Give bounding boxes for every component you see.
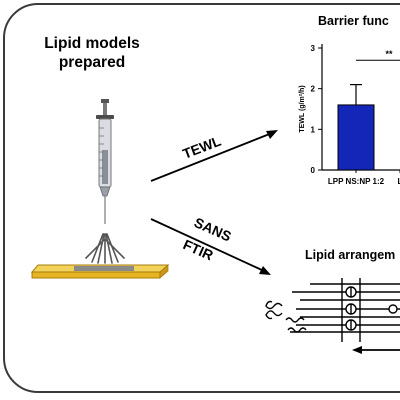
left-title-line-1: Lipid models [44, 35, 140, 52]
y-tick-label: 1 [311, 125, 316, 134]
y-axis-label: TEWL (g/m²/h) [299, 85, 306, 132]
left-title-line-2: prepared [58, 54, 126, 71]
lipid-tail-coil [287, 327, 307, 333]
lipid-tail-coil [285, 317, 305, 323]
tewl-arrow [150, 130, 278, 182]
significance-label: ** [385, 49, 393, 59]
lipid-arrangement-title: Lipid arrangem [305, 248, 396, 262]
panel-frame [3, 3, 400, 393]
sans-ftir-arrow [150, 218, 271, 275]
tewl-label: TEWL [180, 132, 223, 161]
x-tick-label: LPP NS:NP 1:2 [328, 177, 385, 186]
ftir-label: FTIR [181, 236, 216, 263]
lipid-tail-coil [265, 300, 283, 320]
chart-title: Barrier func [318, 14, 389, 28]
left-panel-title: Lipid models prepared [22, 34, 162, 72]
y-tick-label: 0 [311, 166, 316, 175]
bar [337, 104, 375, 171]
syringe-icon [96, 99, 114, 224]
y-tick-label: 2 [311, 85, 316, 94]
x-tick-label: L [398, 177, 400, 186]
lipid-head [388, 304, 398, 314]
lipid-arrangement-schematic [265, 278, 400, 342]
substrate-icon [30, 264, 170, 279]
spray-icon [85, 233, 125, 264]
bottom-arrow [352, 346, 400, 354]
y-tick-label: 3 [311, 44, 316, 53]
